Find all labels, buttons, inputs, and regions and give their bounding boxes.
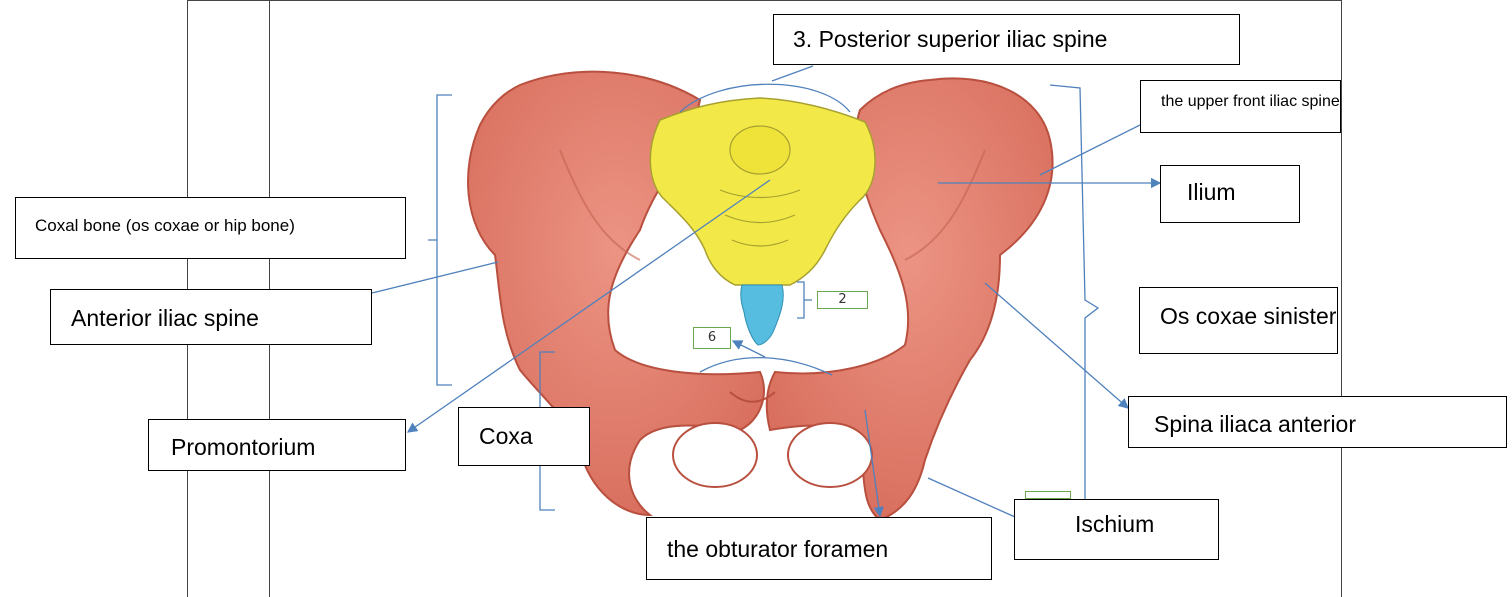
label-os-coxae-sinister: Os coxae sinister (1139, 287, 1338, 354)
label-coxal-bone: Coxal bone (os coxae or hip bone) (15, 197, 406, 259)
marker-blank (1025, 491, 1071, 499)
label-anterior-iliac-spine: Anterior iliac spine (50, 289, 372, 345)
label-ilium: Ilium (1160, 165, 1300, 223)
marker-2: 2 (817, 291, 868, 309)
obturator-foramen-right (788, 423, 872, 487)
obturator-foramen-left (673, 423, 757, 487)
bracket-os-coxae (1050, 85, 1098, 510)
label-upper-front-iliac-spine: the upper front iliac spine (1140, 80, 1341, 133)
marker-6: 6 (693, 327, 731, 349)
label-obturator-foramen: the obturator foramen (646, 517, 992, 580)
bracket-coccyx (797, 282, 812, 318)
label-coxa: Coxa (458, 407, 590, 466)
label-promontorium: Promontorium (148, 419, 406, 471)
label-posterior-superior-iliac-spine: 3. Posterior superior iliac spine (773, 14, 1240, 65)
label-ischium: Ischium (1014, 499, 1219, 560)
coccyx (741, 285, 784, 345)
label-spina-iliaca-anterior: Spina iliaca anterior (1128, 396, 1507, 448)
bracket-coxal-bone (428, 95, 452, 385)
